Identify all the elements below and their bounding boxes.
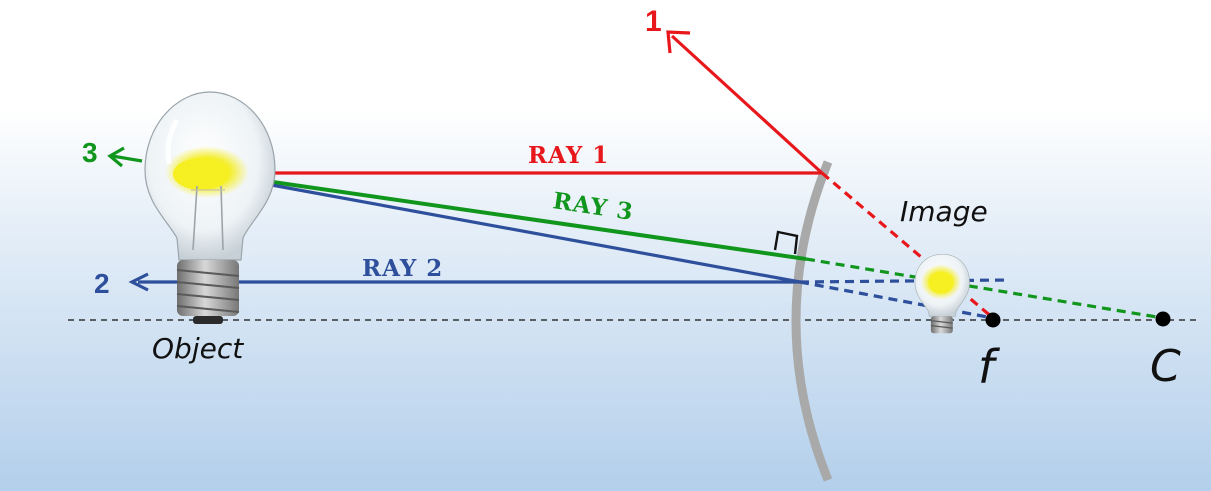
ray-1-number: 1 — [645, 5, 662, 38]
ray-1-label: RAY 1 — [528, 142, 609, 169]
concave-mirror — [791, 160, 833, 482]
right-angle-marker-icon — [773, 230, 799, 255]
ray-3-return-arrow — [107, 146, 143, 168]
ray-2-number: 2 — [94, 268, 110, 299]
light-bulb-icon — [914, 253, 970, 334]
ray-2-arrowhead — [128, 272, 149, 292]
ray-3-extension — [805, 257, 1164, 320]
ray-3-number: 3 — [82, 137, 98, 168]
ray-2-label: RAY 2 — [362, 255, 443, 282]
light-bulb-icon — [144, 91, 276, 324]
ray-2-extension-2 — [799, 280, 994, 320]
image-label: Image — [900, 195, 988, 228]
object-label: Object — [152, 332, 244, 365]
ray-2-extension — [799, 278, 1011, 284]
focal-point-marker — [985, 312, 1001, 328]
ray-1-arrowhead — [666, 30, 691, 54]
ray-2 — [128, 182, 1011, 320]
center-of-curvature-marker — [1155, 311, 1171, 327]
center-point-label: C — [1150, 341, 1181, 392]
ray-3 — [265, 179, 1164, 320]
